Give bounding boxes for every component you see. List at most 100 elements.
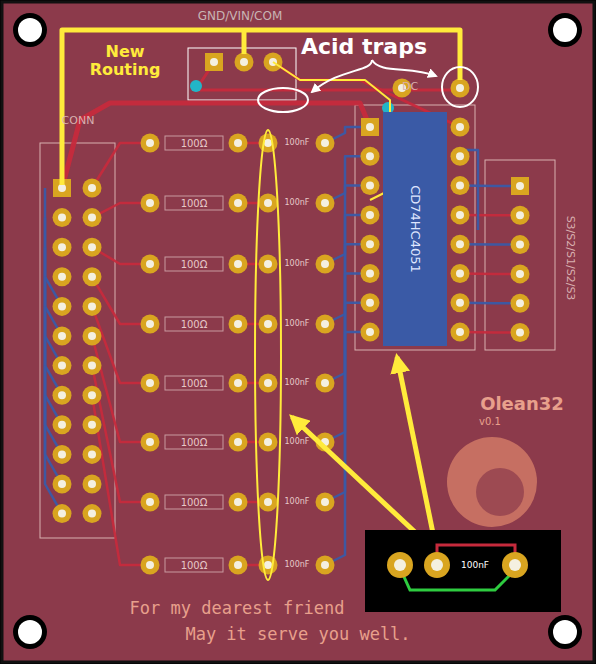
through-hole-pad <box>53 356 72 375</box>
through-hole-pad <box>229 134 248 153</box>
pad-drill <box>431 559 443 571</box>
annotations <box>62 30 478 580</box>
through-hole-pad <box>229 374 248 393</box>
callout-arrow <box>397 357 436 548</box>
pad-drill <box>456 123 464 131</box>
pad-drill <box>146 260 154 268</box>
silk-text: Olean32 <box>480 394 564 414</box>
pad-drill <box>264 260 272 268</box>
pad-drill <box>366 182 374 190</box>
pad-drill <box>456 270 464 278</box>
through-hole-pad <box>361 293 380 312</box>
pad-drill <box>58 214 66 222</box>
pad-drill <box>366 211 374 219</box>
ic-chip: CD74HC4051 <box>383 112 447 346</box>
silk-outline <box>165 317 223 331</box>
through-hole-pad <box>451 176 470 195</box>
pad-drill <box>321 260 329 268</box>
mounting-hole-drill <box>553 620 577 644</box>
through-hole-pad <box>83 267 102 286</box>
pad-drill <box>516 299 524 307</box>
through-hole-pad <box>451 264 470 283</box>
pad-drill <box>366 328 374 336</box>
pad-drill <box>234 498 242 506</box>
pads <box>53 53 530 575</box>
pad-drill <box>88 243 96 251</box>
through-hole-pad <box>141 433 160 452</box>
mounting-hole-drill <box>18 18 42 42</box>
through-hole-pad <box>83 238 102 257</box>
silk-text: S3/S2/S1/S2/S3 <box>564 216 576 301</box>
through-hole-pad <box>451 293 470 312</box>
silk-outline <box>165 257 223 271</box>
mounting-hole <box>548 13 582 47</box>
component-value: 100Ω <box>181 319 208 330</box>
component-value: 100Ω <box>181 560 208 571</box>
square-pad <box>511 177 529 195</box>
inset-art <box>365 530 561 612</box>
pad-drill <box>234 260 242 268</box>
pad-drill <box>321 139 329 147</box>
square-pad <box>205 53 223 71</box>
through-hole-pad <box>53 415 72 434</box>
annotation-label: GND/VIN/COM <box>198 10 283 23</box>
pad-drill <box>264 438 272 446</box>
pad-drill <box>321 498 329 506</box>
highlight-ellipse <box>258 88 308 112</box>
component-value: 100nF <box>285 561 310 570</box>
through-hole-pad <box>511 294 530 313</box>
through-hole-pad <box>53 238 72 257</box>
through-hole-pad <box>361 235 380 254</box>
through-hole-pad <box>361 264 380 283</box>
pad-drill <box>234 139 242 147</box>
through-hole-pad <box>83 208 102 227</box>
annotation-label: New Routing <box>80 43 170 78</box>
pad-drill <box>264 320 272 328</box>
through-hole-pad <box>141 134 160 153</box>
through-hole-pad <box>141 315 160 334</box>
through-hole-pad <box>235 53 254 72</box>
component-value: 100nF <box>285 199 310 208</box>
through-hole-pad <box>141 493 160 512</box>
through-hole-pad <box>229 556 248 575</box>
pad-drill <box>58 184 66 192</box>
pad-drill <box>146 498 154 506</box>
through-hole-pad <box>361 323 380 342</box>
logo-portrait <box>447 437 537 527</box>
pad-drill <box>456 328 464 336</box>
pad-drill <box>234 379 242 387</box>
pad-drill <box>88 214 96 222</box>
pad-drill <box>264 139 272 147</box>
component-value: 100Ω <box>181 198 208 209</box>
copper-trace <box>62 103 370 188</box>
inset-detail: 100nF <box>365 530 561 612</box>
pad-drill <box>321 379 329 387</box>
through-hole-pad <box>259 255 278 274</box>
annotation-label: Acid traps <box>301 35 427 59</box>
through-hole-pad <box>83 415 102 434</box>
through-hole-pad <box>229 255 248 274</box>
silk-text: v0.1 <box>479 416 501 427</box>
pad-drill <box>146 438 154 446</box>
through-hole-pad <box>53 445 72 464</box>
leader-arrow <box>372 60 436 76</box>
through-hole-pad <box>259 433 278 452</box>
pad-drill <box>516 241 524 249</box>
through-hole-pad <box>511 206 530 225</box>
pad-drill <box>516 329 524 337</box>
pad-drill <box>366 152 374 160</box>
pad-drill <box>88 362 96 370</box>
pad-drill <box>88 450 96 458</box>
through-hole-pad <box>229 433 248 452</box>
through-hole-pad <box>259 493 278 512</box>
pad-drill <box>321 320 329 328</box>
silk-outline <box>188 48 296 100</box>
annotation-label: DC <box>402 81 418 93</box>
through-hole-pad <box>451 118 470 137</box>
pad-drill <box>366 123 374 131</box>
pad-drill <box>58 510 66 518</box>
through-hole-pad <box>316 134 335 153</box>
pad-drill <box>456 182 464 190</box>
silk-outline <box>165 495 223 509</box>
through-hole-pad <box>53 504 72 523</box>
